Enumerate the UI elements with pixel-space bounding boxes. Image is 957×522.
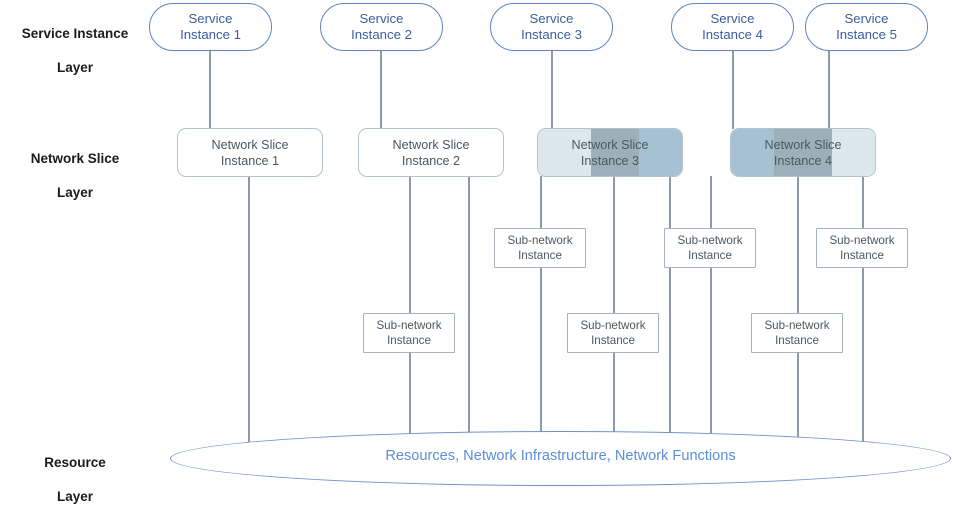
service-instance-2[interactable]: Service Instance 2 [320, 3, 443, 51]
connector-nsi3-to-sni1 [540, 176, 542, 229]
sub-network-instance-4[interactable]: Sub-network Instance [363, 313, 455, 353]
connector-nsi4-to-sni2 [710, 176, 712, 229]
network-slice-instance-4-text: Network Slice Instance 4 [765, 137, 842, 169]
service-instance-5[interactable]: Service Instance 5 [805, 3, 928, 51]
network-slice-instance-4-line1: Network Slice [764, 137, 842, 152]
resource-pool-label: Resources, Network Infrastructure, Netwo… [385, 448, 736, 464]
connector-si1-to-nsi1 [209, 50, 211, 129]
sub-network-instance-6[interactable]: Sub-network Instance [751, 313, 843, 353]
network-slice-instance-4-line2: Instance 4 [773, 153, 833, 168]
layer-label-service-instance: Service Instance Layer [0, 8, 150, 93]
layer-label-network-slice-line1: Network Slice [30, 151, 120, 166]
connector-sni6-to-resource [797, 352, 799, 448]
connector-si3-to-nsi3 [551, 50, 553, 129]
service-instance-4[interactable]: Service Instance 4 [671, 3, 794, 51]
network-slice-instance-1[interactable]: Network Slice Instance 1 [177, 128, 323, 177]
sub-network-instance-4-line2: Instance [387, 334, 431, 347]
shading-band-light [831, 129, 875, 176]
service-instance-3-line2: Instance 3 [521, 27, 582, 42]
sub-network-instance-5[interactable]: Sub-network Instance [567, 313, 659, 353]
connector-si5-to-nsi4 [828, 50, 830, 129]
sub-network-instance-5-line1: Sub-network [580, 319, 646, 332]
network-slice-instance-1-line2: Instance 1 [220, 153, 280, 168]
shading-band-medium [731, 129, 775, 176]
connector-sni5-to-resource [613, 352, 615, 443]
connector-nsi4-to-sni6 [797, 176, 799, 314]
connector-sni3-to-resource [862, 267, 864, 447]
connector-nsi4-to-sni3 [862, 176, 864, 229]
network-slice-instance-3-shading [538, 129, 682, 176]
service-instance-4-line1: Service [710, 10, 755, 26]
service-instance-3-line1: Service [529, 10, 574, 26]
network-slice-instance-1-text: Network Slice Instance 1 [212, 137, 289, 169]
connector-sni4-to-resource [409, 352, 411, 443]
sub-network-instance-6-line2: Instance [775, 334, 819, 347]
network-slice-instance-2-text: Network Slice Instance 2 [393, 137, 470, 169]
layer-label-network-slice-line2: Layer [56, 185, 94, 200]
sub-network-instance-1[interactable]: Sub-network Instance [494, 228, 586, 268]
layer-label-resource: Resource Layer [0, 437, 150, 522]
sub-network-instance-2-line1: Sub-network [677, 234, 743, 247]
network-slice-instance-3-line2: Instance 3 [580, 153, 640, 168]
service-instance-1[interactable]: Service Instance 1 [149, 3, 272, 51]
connector-nsi3-to-sni5 [613, 176, 615, 314]
layer-label-network-slice: Network Slice Layer [0, 133, 150, 218]
sub-network-instance-6-line1: Sub-network [764, 319, 830, 332]
network-slice-instance-3-line1: Network Slice [571, 137, 649, 152]
network-slice-instance-4-shading [731, 129, 875, 176]
sub-network-instance-2-line2: Instance [688, 249, 732, 262]
shading-band-medium [638, 129, 682, 176]
network-slice-instance-3-text: Network Slice Instance 3 [572, 137, 649, 169]
sub-network-instance-1-line2: Instance [518, 249, 562, 262]
service-instance-1-line2: Instance 1 [180, 27, 241, 42]
service-instance-2-line2: Instance 2 [351, 27, 412, 42]
service-instance-1-line1: Service [188, 10, 233, 26]
layer-label-service-instance-line1: Service Instance [21, 26, 129, 41]
diagram-canvas: Service Instance Layer Network Slice Lay… [0, 3, 951, 504]
shading-band-dark [591, 129, 639, 176]
connector-nsi3-right-to-resource [669, 176, 671, 449]
shading-band-dark [774, 129, 832, 176]
network-slice-instance-4[interactable]: Network Slice Instance 4 [730, 128, 876, 177]
connector-si2-to-nsi2 [380, 50, 382, 129]
resource-pool[interactable] [170, 431, 951, 486]
network-slice-instance-1-line1: Network Slice [211, 137, 289, 152]
connector-nsi1-to-resource [248, 176, 250, 442]
service-instance-2-line1: Service [359, 10, 404, 26]
sub-network-instance-3-line2: Instance [840, 249, 884, 262]
network-slice-instance-2[interactable]: Network Slice Instance 2 [358, 128, 504, 177]
sub-network-instance-2[interactable]: Sub-network Instance [664, 228, 756, 268]
service-instance-4-line2: Instance 4 [702, 27, 763, 42]
connector-nsi2-to-sni4 [409, 176, 411, 314]
layer-label-resource-line1: Resource [44, 455, 106, 470]
shading-band-light [538, 129, 592, 176]
service-instance-5-line2: Instance 5 [836, 27, 897, 42]
sub-network-instance-3[interactable]: Sub-network Instance [816, 228, 908, 268]
network-slice-instance-2-line1: Network Slice [392, 137, 470, 152]
layer-label-resource-line2: Layer [56, 489, 94, 504]
sub-network-instance-3-line1: Sub-network [829, 234, 895, 247]
connector-nsi2-right-to-resource [468, 176, 470, 442]
connector-sni2-to-resource [710, 267, 712, 448]
network-slice-instance-3[interactable]: Network Slice Instance 3 [537, 128, 683, 177]
connector-si4-to-nsi4 [732, 50, 734, 129]
network-slice-instance-2-line2: Instance 2 [401, 153, 461, 168]
connector-sni1-to-resource [540, 267, 542, 442]
sub-network-instance-5-line2: Instance [591, 334, 635, 347]
layer-label-service-instance-line2: Layer [56, 60, 94, 75]
sub-network-instance-1-line1: Sub-network [507, 234, 573, 247]
service-instance-3[interactable]: Service Instance 3 [490, 3, 613, 51]
sub-network-instance-4-line1: Sub-network [376, 319, 442, 332]
service-instance-5-line1: Service [844, 10, 889, 26]
